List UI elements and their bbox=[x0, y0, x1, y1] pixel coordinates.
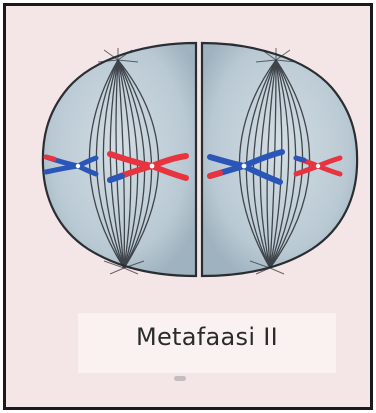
smudge-mark bbox=[174, 376, 186, 381]
stage-caption: Metafaasi II bbox=[78, 323, 336, 351]
figure-frame: Metafaasi II bbox=[3, 3, 373, 410]
